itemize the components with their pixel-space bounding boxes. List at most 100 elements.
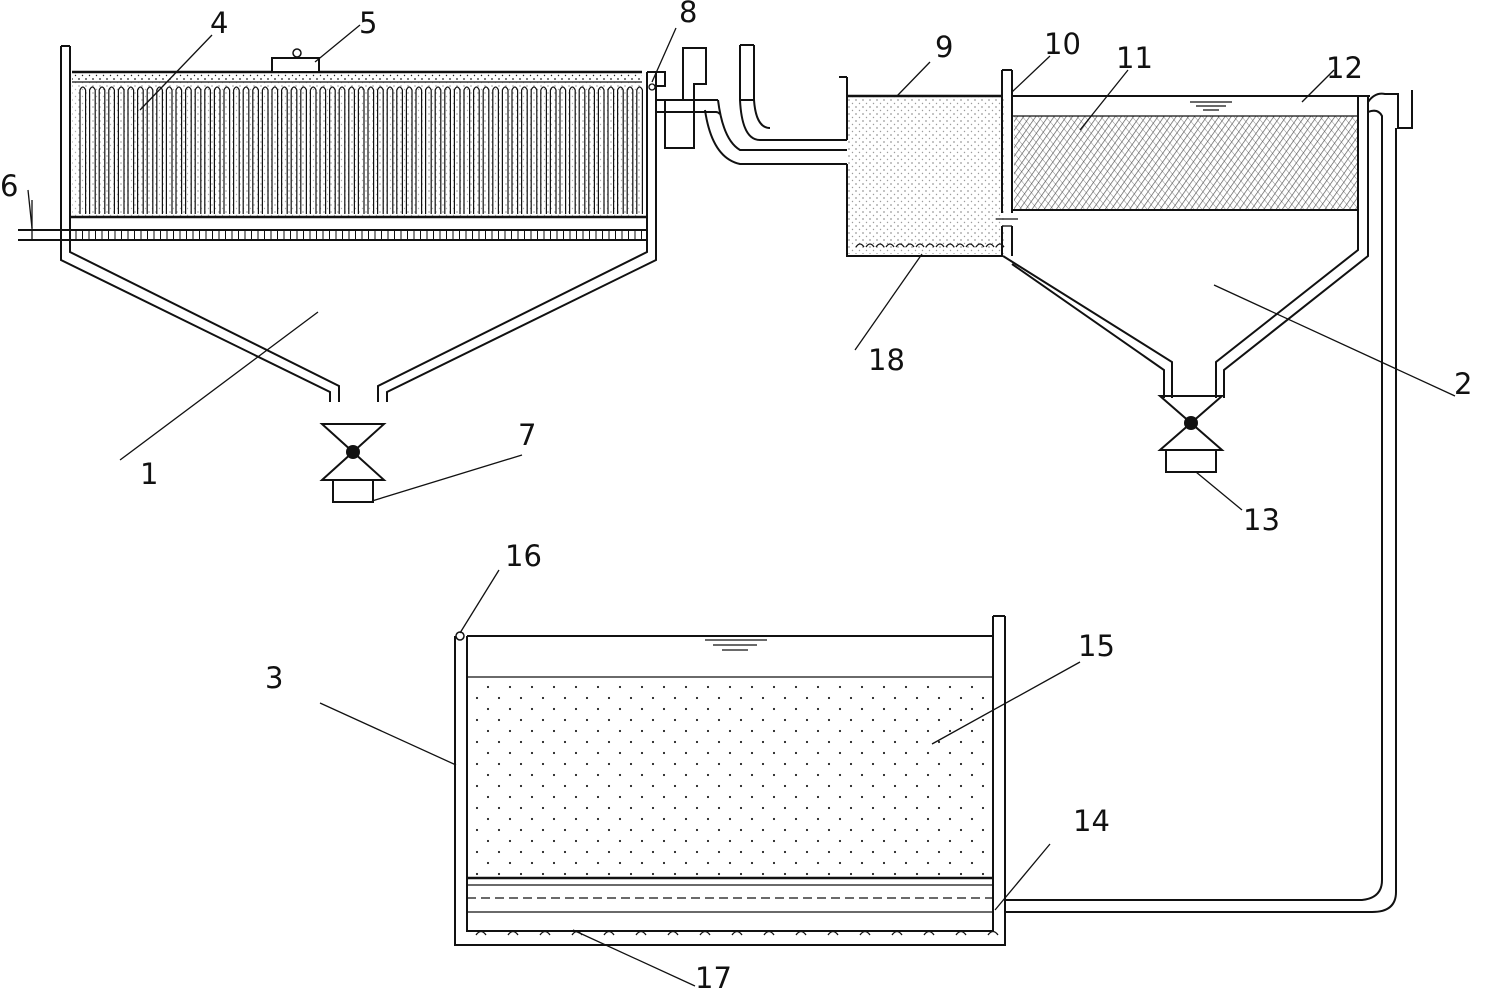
tank-2 bbox=[1002, 95, 1370, 473]
membrane-fiber bbox=[463, 86, 471, 214]
diffuser-bubble bbox=[955, 930, 967, 936]
diffuser-bubble bbox=[987, 930, 999, 936]
diffuser-bubble bbox=[855, 243, 865, 248]
diffuser-bubble bbox=[885, 243, 895, 248]
membrane-fiber bbox=[617, 86, 624, 214]
diffuser-bubble bbox=[891, 930, 903, 936]
membrane-module bbox=[79, 86, 643, 214]
labels: 1 2 3 4 5 6 7 8 9 10 11 12 13 14 15 16 1… bbox=[0, 0, 1472, 991]
membrane-fiber bbox=[89, 86, 96, 214]
bottom-diffuser-18 bbox=[855, 243, 1005, 248]
label-16: 16 bbox=[505, 539, 542, 573]
diffuser-bubble bbox=[635, 930, 647, 936]
diffuser-bubble bbox=[895, 243, 905, 248]
outlet-pipe-8 bbox=[647, 44, 847, 165]
label-13: 13 bbox=[1243, 503, 1280, 537]
label-12: 12 bbox=[1326, 51, 1363, 85]
membrane-fiber bbox=[108, 86, 115, 214]
diffuser-bubble bbox=[475, 930, 487, 936]
diffuser-bubble bbox=[935, 243, 945, 248]
leader-lines bbox=[27, 24, 1456, 987]
membrane-fiber bbox=[309, 86, 317, 214]
membrane-fiber bbox=[578, 86, 586, 214]
membrane-fiber bbox=[156, 86, 163, 214]
membrane-fiber bbox=[290, 86, 298, 214]
membrane-fiber bbox=[415, 86, 423, 214]
diffuser-bubble bbox=[507, 930, 519, 936]
valve-7 bbox=[319, 423, 387, 503]
tank-3 bbox=[454, 615, 1006, 946]
diffuser-bubble bbox=[763, 930, 775, 936]
aeration-pipe bbox=[75, 231, 642, 239]
diffuser-bubble bbox=[985, 243, 995, 248]
label-1: 1 bbox=[140, 457, 158, 491]
membrane-fiber bbox=[396, 86, 403, 214]
membrane-fiber bbox=[338, 86, 346, 214]
label-18: 18 bbox=[868, 343, 905, 377]
label-2: 2 bbox=[1454, 367, 1472, 401]
label-9: 9 bbox=[935, 30, 953, 64]
membrane-fiber bbox=[367, 86, 375, 214]
membrane-fiber bbox=[233, 86, 240, 214]
membrane-fiber bbox=[185, 86, 192, 214]
diffuser-bubble bbox=[667, 930, 679, 936]
label-7: 7 bbox=[518, 418, 536, 452]
membrane-fiber bbox=[453, 86, 461, 214]
diffuser-bubble bbox=[905, 243, 915, 248]
membrane-fiber bbox=[117, 86, 125, 214]
membrane-fiber bbox=[540, 86, 547, 214]
diffuser-bubble bbox=[945, 243, 955, 248]
membrane-fiber bbox=[213, 86, 221, 214]
membrane-fiber bbox=[98, 86, 106, 214]
membrane-fiber bbox=[175, 86, 183, 214]
membrane-fiber bbox=[521, 86, 528, 214]
label-14: 14 bbox=[1073, 804, 1110, 838]
membrane-fiber bbox=[569, 86, 576, 214]
membrane-fiber bbox=[194, 86, 202, 214]
bottom-diffuser-17 bbox=[475, 930, 999, 936]
membrane-fiber bbox=[559, 86, 567, 214]
membrane-fiber bbox=[242, 86, 250, 214]
membrane-fiber bbox=[607, 86, 615, 214]
membrane-fiber bbox=[636, 86, 643, 214]
diffuser-bubble bbox=[603, 930, 615, 936]
diffuser-bubble bbox=[995, 243, 1005, 248]
diffuser-bubble bbox=[965, 243, 975, 248]
label-6: 6 bbox=[0, 169, 18, 203]
diffuser-bubble bbox=[875, 243, 885, 248]
label-11: 11 bbox=[1116, 41, 1153, 75]
membrane-fiber bbox=[597, 86, 605, 214]
top-fitting bbox=[271, 57, 320, 73]
diffuser-bubble bbox=[827, 930, 839, 936]
label-4: 4 bbox=[210, 6, 228, 40]
membrane-fiber bbox=[511, 86, 519, 214]
diffuser-bubble bbox=[859, 930, 871, 936]
membrane-fiber bbox=[434, 86, 442, 214]
diffuser-bubble bbox=[925, 243, 935, 248]
membrane-fiber bbox=[137, 86, 144, 214]
membrane-fiber bbox=[127, 86, 135, 214]
label-3: 3 bbox=[265, 661, 283, 695]
membrane-fiber bbox=[377, 86, 384, 214]
membrane-fiber bbox=[357, 86, 365, 214]
label-10: 10 bbox=[1044, 27, 1081, 61]
label-8: 8 bbox=[679, 0, 697, 29]
tank-1 bbox=[18, 45, 657, 503]
membrane-fiber bbox=[473, 86, 480, 214]
membrane-fiber bbox=[425, 86, 432, 214]
membrane-fiber bbox=[252, 86, 259, 214]
diffuser-bubble bbox=[955, 243, 965, 248]
membrane-fiber bbox=[281, 86, 288, 214]
label-17: 17 bbox=[695, 961, 732, 991]
diffuser-bubble bbox=[699, 930, 711, 936]
label-15: 15 bbox=[1078, 629, 1115, 663]
membrane-fiber bbox=[223, 86, 231, 214]
membrane-fiber bbox=[530, 86, 538, 214]
diffuser-bubble bbox=[539, 930, 551, 936]
label-5: 5 bbox=[359, 6, 377, 40]
membrane-fiber bbox=[204, 86, 211, 214]
membrane-fiber bbox=[405, 86, 413, 214]
membrane-fiber bbox=[626, 86, 634, 214]
valve-13 bbox=[1157, 395, 1225, 473]
